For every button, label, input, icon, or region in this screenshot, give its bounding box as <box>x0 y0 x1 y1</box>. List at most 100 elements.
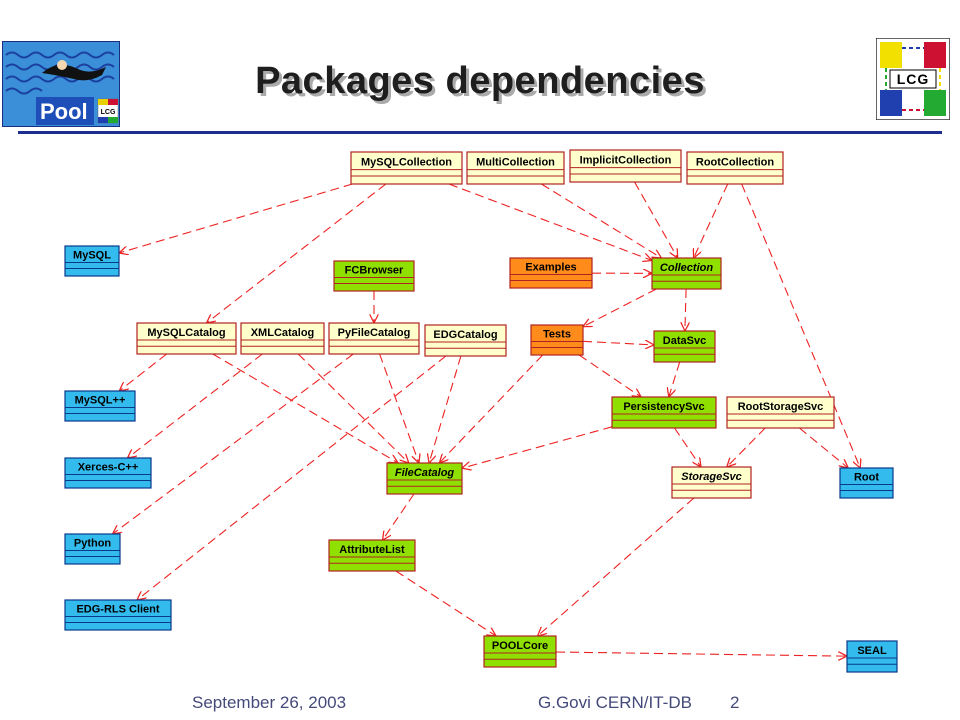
package-implicitcollection: ImplicitCollection <box>569 149 682 183</box>
package-box <box>64 457 152 489</box>
package-filecatalog: FileCatalog <box>386 462 463 495</box>
package-label: MySQL <box>73 250 111 262</box>
package-label: Python <box>74 538 112 550</box>
package-label: DataSvc <box>663 335 706 347</box>
dependency-arrow-rootcollection-to-root <box>741 183 861 468</box>
dependency-arrow-mysqlcollection-to-mysql <box>119 183 353 253</box>
dependency-arrow-persistencysvc-to-filecatalog <box>462 426 613 468</box>
package-fcbrowser: FCBrowser <box>333 260 415 292</box>
dependency-arrow-mysqlcatalog-to-mysqlpp <box>119 353 167 391</box>
package-edgcatalog: EDGCatalog <box>424 324 507 357</box>
package-examples: Examples <box>509 257 593 289</box>
package-label: StorageSvc <box>681 471 742 483</box>
package-tests: Tests <box>530 324 584 356</box>
dependency-arrow-tests-to-datasvc <box>582 341 654 345</box>
slide-title: Packages dependencies <box>255 60 705 102</box>
package-box <box>350 151 463 185</box>
package-box <box>328 322 420 355</box>
dependency-arrow-rootcollection-to-collection <box>694 183 729 258</box>
package-label: EDG-RLS Client <box>76 604 159 616</box>
dependency-arrow-mysqlcollection-to-collection <box>448 183 652 261</box>
package-label: AttributeList <box>339 544 405 556</box>
dependency-arrow-xmlcatalog-to-filecatalog <box>297 353 409 463</box>
package-pyfilecatalog: PyFileCatalog <box>328 322 420 355</box>
title-rule <box>18 131 942 134</box>
package-box <box>424 324 507 357</box>
package-label: Xerces-C++ <box>78 462 139 474</box>
package-label: Tests <box>543 329 571 341</box>
package-label: ImplicitCollection <box>580 154 672 166</box>
dependency-arrow-tests-to-filecatalog <box>439 354 544 463</box>
footer-author: G.Govi CERN/IT-DB <box>538 693 692 712</box>
package-collection: Collection <box>651 257 722 290</box>
dependency-arrow-xmlcatalog-to-xercesc <box>127 353 263 458</box>
package-box <box>726 396 835 429</box>
package-box <box>64 390 136 422</box>
package-label: MultiCollection <box>476 156 555 168</box>
package-label: MySQL++ <box>75 395 126 407</box>
package-box <box>328 539 416 572</box>
package-box <box>530 324 584 356</box>
package-mysqlcatalog: MySQLCatalog <box>136 322 237 355</box>
package-label: Examples <box>525 262 576 274</box>
package-box <box>386 462 463 495</box>
package-datasvc: DataSvc <box>653 330 716 363</box>
package-box <box>333 260 415 292</box>
dependency-arrow-collection-to-tests <box>583 288 657 327</box>
dependency-arrow-edgcatalog-to-edgrls <box>137 355 447 600</box>
footer-date: September 26, 2003 <box>192 693 347 712</box>
dependency-arrow-pyfilecatalog-to-filecatalog <box>379 353 419 463</box>
package-label: SEAL <box>857 645 887 657</box>
package-seal: SEAL <box>846 640 898 673</box>
package-python: Python <box>64 533 121 565</box>
package-box <box>64 245 120 277</box>
dependency-arrow-pyfilecatalog-to-python <box>113 353 354 534</box>
package-root: Root <box>839 467 894 499</box>
package-attributelist: AttributeList <box>328 539 416 572</box>
package-box <box>466 151 565 185</box>
footer-page-number: 2 <box>730 693 740 712</box>
package-box <box>64 533 121 565</box>
dependency-arrow-implicitcollection-to-collection <box>634 181 678 258</box>
package-label: POOLCore <box>492 640 548 652</box>
package-box <box>686 151 784 185</box>
dependency-arrow-multicollection-to-collection <box>541 183 661 258</box>
package-multicollection: MultiCollection <box>466 151 565 185</box>
package-label: RootStorageSvc <box>738 401 824 413</box>
package-box <box>839 467 894 499</box>
package-poolcore: POOLCore <box>483 635 557 668</box>
dependency-arrow-datasvc-to-persistencysvc <box>669 361 681 397</box>
package-label: XMLCatalog <box>251 327 315 339</box>
package-rootstoragesvc: RootStorageSvc <box>726 396 835 429</box>
package-box <box>483 635 557 668</box>
package-label: FileCatalog <box>395 467 455 479</box>
package-label: Root <box>854 472 879 484</box>
package-box <box>611 396 717 429</box>
package-label: PersistencySvc <box>623 401 704 413</box>
package-mysqlcollection: MySQLCollection <box>350 151 463 185</box>
package-box <box>240 322 325 355</box>
dependency-arrow-persistencysvc-to-storagesvc <box>674 427 701 467</box>
package-label: MySQLCollection <box>361 156 452 168</box>
pool-logo: Pool LCG <box>2 41 120 127</box>
package-box <box>671 466 752 499</box>
package-label: PyFileCatalog <box>338 327 411 339</box>
dependency-arrow-attributelist-to-poolcore <box>395 570 496 636</box>
dependency-arrow-mysqlcollection-to-mysqlcatalog <box>207 183 387 323</box>
package-storagesvc: StorageSvc <box>671 466 752 499</box>
package-label: FCBrowser <box>345 265 404 277</box>
package-edgrls: EDG-RLS Client <box>64 599 172 631</box>
lcg-logo: LCG <box>876 38 950 120</box>
package-box <box>569 149 682 183</box>
package-label: MySQLCatalog <box>147 327 225 339</box>
package-box <box>651 257 722 290</box>
dependency-arrow-edgcatalog-to-filecatalog <box>429 355 462 463</box>
dependency-arrow-rootstoragesvc-to-root <box>799 427 848 468</box>
package-mysqlpp: MySQL++ <box>64 390 136 422</box>
dependency-arrow-collection-to-datasvc <box>685 288 686 331</box>
dependency-arrow-rootstoragesvc-to-storagesvc <box>727 427 766 467</box>
package-box <box>136 322 237 355</box>
